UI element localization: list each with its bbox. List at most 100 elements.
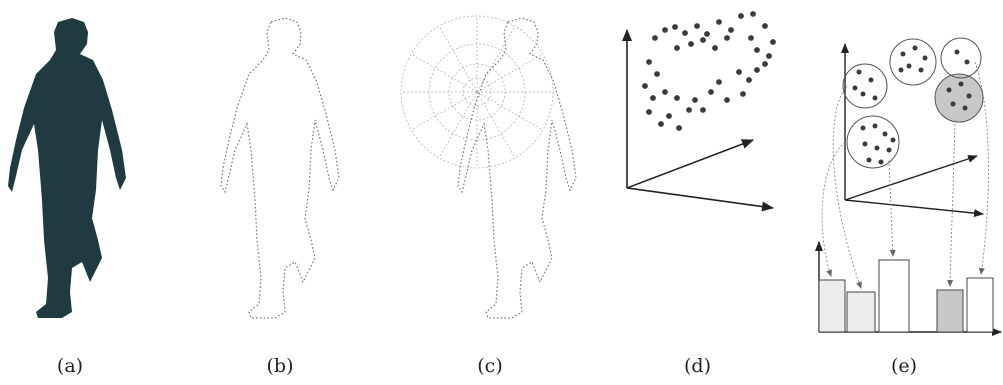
cluster-point bbox=[963, 106, 968, 111]
polar-spoke bbox=[411, 92, 477, 130]
cluster-point bbox=[873, 96, 878, 101]
descriptor-point bbox=[766, 53, 772, 59]
descriptor-point bbox=[770, 39, 776, 45]
descriptor-point bbox=[754, 67, 760, 73]
cluster-point bbox=[919, 68, 924, 73]
histogram-bar bbox=[847, 292, 875, 332]
polar-spoke bbox=[439, 92, 477, 158]
histogram-bar bbox=[819, 280, 845, 332]
cluster-circle bbox=[847, 116, 899, 168]
cluster-point bbox=[907, 64, 912, 69]
cluster-circle bbox=[935, 74, 983, 122]
cluster-point bbox=[863, 142, 868, 147]
z-axis bbox=[627, 140, 753, 188]
caption-c: (c) bbox=[395, 355, 585, 377]
descriptor-point bbox=[738, 13, 744, 19]
cluster-point bbox=[899, 68, 904, 73]
z-axis bbox=[845, 156, 977, 200]
descriptor-point bbox=[762, 23, 768, 29]
polar-spoke bbox=[411, 54, 477, 92]
polar-spoke bbox=[477, 92, 515, 158]
histogram-bars bbox=[819, 260, 993, 332]
cluster-point bbox=[857, 70, 862, 75]
contour-outline bbox=[205, 0, 355, 340]
descriptor-point bbox=[658, 121, 664, 127]
cluster-point bbox=[965, 60, 970, 65]
cluster-point bbox=[891, 138, 896, 143]
descriptor-point bbox=[762, 61, 768, 67]
panel-d: (d) bbox=[605, 0, 790, 385]
x-axis bbox=[627, 188, 773, 208]
cluster-circle bbox=[890, 39, 936, 85]
descriptor-point bbox=[746, 77, 752, 83]
bag-of-words-diagram bbox=[805, 0, 1003, 345]
descriptor-point bbox=[728, 27, 734, 33]
descriptor-point bbox=[740, 91, 746, 97]
descriptor-point bbox=[704, 31, 710, 37]
descriptor-point bbox=[692, 97, 698, 103]
cluster-link-arrow bbox=[889, 160, 893, 256]
descriptor-point bbox=[652, 35, 658, 41]
histogram-bar bbox=[967, 278, 993, 332]
caption-b: (b) bbox=[205, 355, 355, 377]
descriptor-point bbox=[754, 47, 760, 53]
caption-a: (a) bbox=[0, 355, 140, 377]
descriptor-space-plot bbox=[605, 0, 790, 340]
descriptor-point bbox=[642, 83, 648, 89]
descriptor-points bbox=[642, 11, 776, 131]
cluster-point bbox=[967, 94, 972, 99]
descriptor-point bbox=[716, 79, 722, 85]
cluster-point bbox=[923, 56, 928, 61]
panel-c: (c) bbox=[395, 0, 585, 385]
cluster-point bbox=[875, 146, 880, 151]
descriptor-point bbox=[700, 107, 706, 113]
descriptor-point bbox=[694, 23, 700, 29]
cluster-point bbox=[947, 88, 952, 93]
descriptor-point bbox=[662, 89, 668, 95]
histogram-bar bbox=[937, 290, 963, 332]
descriptor-point bbox=[724, 35, 730, 41]
walking-silhouette bbox=[0, 0, 140, 340]
cluster-point bbox=[913, 46, 918, 51]
descriptor-point bbox=[700, 37, 706, 43]
descriptor-point bbox=[748, 35, 754, 41]
cluster-point bbox=[901, 52, 906, 57]
cluster-point bbox=[869, 78, 874, 83]
descriptor-point bbox=[736, 69, 742, 75]
descriptor-point bbox=[662, 27, 668, 33]
descriptor-point bbox=[688, 41, 694, 47]
caption-e: (e) bbox=[805, 355, 1003, 377]
cluster-link-arrow bbox=[822, 142, 845, 276]
cluster-point bbox=[861, 92, 866, 97]
descriptor-point bbox=[654, 71, 660, 77]
polar-grid bbox=[401, 16, 553, 168]
histogram-bar bbox=[879, 260, 909, 332]
descriptor-point bbox=[672, 24, 678, 30]
descriptor-point bbox=[650, 95, 656, 101]
cluster-point bbox=[853, 86, 858, 91]
cluster-point bbox=[883, 132, 888, 137]
polar-spoke bbox=[477, 54, 543, 92]
cluster-link-arrow bbox=[833, 86, 861, 288]
descriptor-point bbox=[676, 125, 682, 131]
cluster-point bbox=[955, 50, 960, 55]
descriptor-point bbox=[674, 45, 680, 51]
polar-spoke bbox=[477, 92, 543, 130]
cluster-point bbox=[959, 82, 964, 87]
cluster-point bbox=[879, 160, 884, 165]
panel-b: (b) bbox=[205, 0, 355, 385]
contour-path bbox=[221, 18, 339, 318]
polar-spoke bbox=[439, 26, 477, 92]
cluster-point bbox=[951, 102, 956, 107]
descriptor-point bbox=[674, 95, 680, 101]
descriptor-point bbox=[686, 107, 692, 113]
cluster-point bbox=[873, 124, 878, 129]
cluster-point bbox=[867, 158, 872, 163]
descriptor-point bbox=[646, 109, 652, 115]
caption-d: (d) bbox=[605, 355, 790, 377]
panel-a: (a) bbox=[0, 0, 140, 385]
panel-e: (e) bbox=[805, 0, 1003, 385]
cluster-point bbox=[887, 148, 892, 153]
descriptor-point bbox=[716, 19, 722, 25]
descriptor-point bbox=[750, 11, 756, 17]
